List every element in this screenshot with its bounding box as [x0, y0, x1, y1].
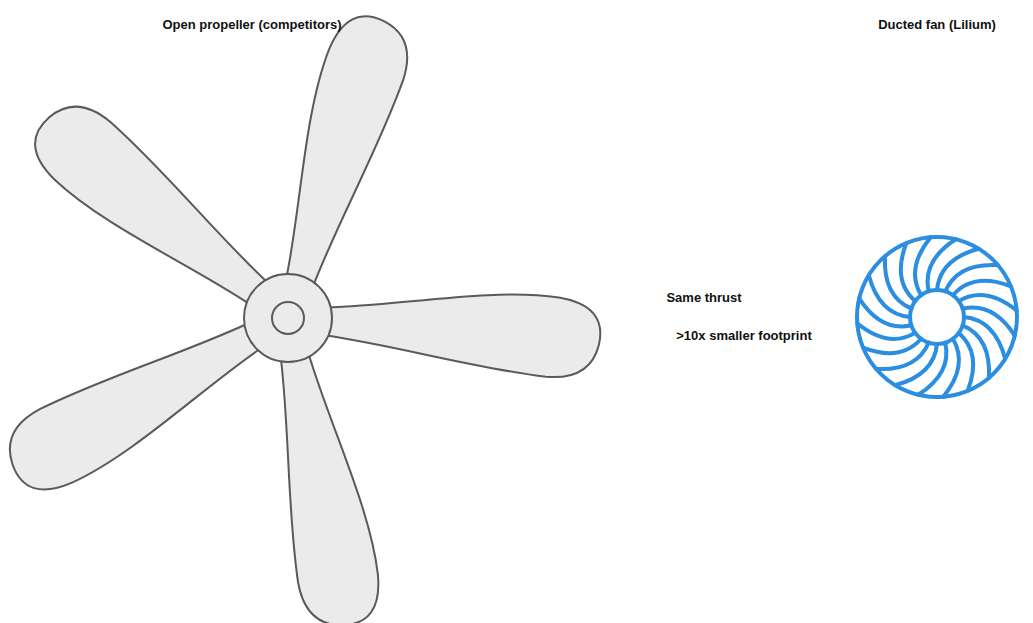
fan-blade — [885, 256, 911, 309]
comparison-note: >10x smaller footprint — [676, 328, 811, 343]
fan-blade — [863, 339, 921, 353]
fan-blade — [963, 308, 1015, 336]
ducted-fan — [857, 237, 1017, 397]
fan-blade — [901, 243, 915, 301]
panel-heading: Ducted fan (Lilium) — [878, 17, 996, 32]
fan-blade — [876, 343, 929, 369]
fan-blade — [945, 265, 998, 291]
comparison-note: Same thrust — [666, 290, 741, 305]
open-propeller — [0, 7, 603, 623]
panel-heading: Open propeller (competitors) — [162, 17, 341, 32]
fan-blade — [963, 325, 989, 378]
fan-blade — [959, 333, 973, 391]
fan-blade — [953, 281, 1011, 295]
